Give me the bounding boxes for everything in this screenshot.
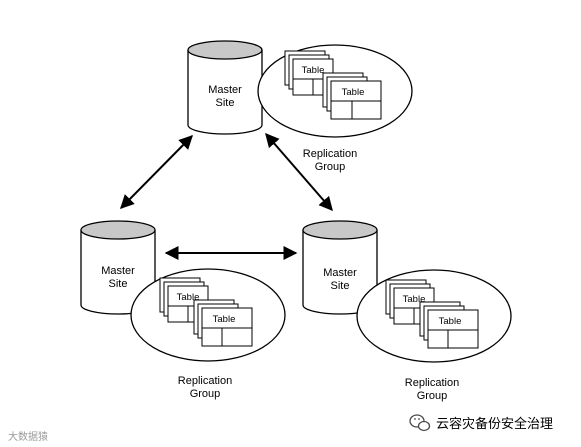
connection-arrow-top-right xyxy=(265,132,333,212)
master-site-label-line1: Master xyxy=(101,265,135,277)
database-cylinder-icon xyxy=(302,220,378,315)
wechat-icon xyxy=(409,414,431,432)
replication-group-label-line2: Group xyxy=(190,388,221,400)
master-site-label-line1: Master xyxy=(208,84,242,96)
replication-group-label-line1: Replication xyxy=(303,148,357,160)
master-site-left: Master Site Table Table Replication Grou… xyxy=(80,220,286,400)
table-label-back: Table xyxy=(177,292,200,303)
master-site-label-line2: Site xyxy=(331,280,350,292)
master-site-label-line2: Site xyxy=(109,278,128,290)
master-site-right: Master Site Table Table Replication Grou… xyxy=(302,220,512,402)
database-cylinder-icon xyxy=(80,220,156,315)
table-stack-icon xyxy=(159,277,253,347)
master-site-label-line2: Site xyxy=(216,97,235,109)
replication-group-label-line1: Replication xyxy=(405,377,459,389)
watermark-bottom-right: 云容灾备份安全治理 xyxy=(436,416,553,431)
table-stack-icon xyxy=(284,50,382,120)
master-site-label-line1: Master xyxy=(323,267,357,279)
watermark-bottom-left: 大数据猿 xyxy=(8,430,48,443)
table-label-front: Table xyxy=(439,316,462,327)
replication-group-label-line1: Replication xyxy=(178,375,232,387)
master-site-top: Master Site Table Table Replication Grou… xyxy=(187,40,413,173)
connection-arrow-top-left xyxy=(120,135,193,209)
table-label-back: Table xyxy=(302,65,325,76)
table-stack-icon xyxy=(385,279,479,349)
table-label-back: Table xyxy=(403,294,426,305)
table-label-front: Table xyxy=(213,314,236,325)
database-cylinder-icon xyxy=(187,40,263,135)
replication-group-label-line2: Group xyxy=(417,390,448,402)
table-label-front: Table xyxy=(342,87,365,98)
replication-group-label-line2: Group xyxy=(315,161,346,173)
